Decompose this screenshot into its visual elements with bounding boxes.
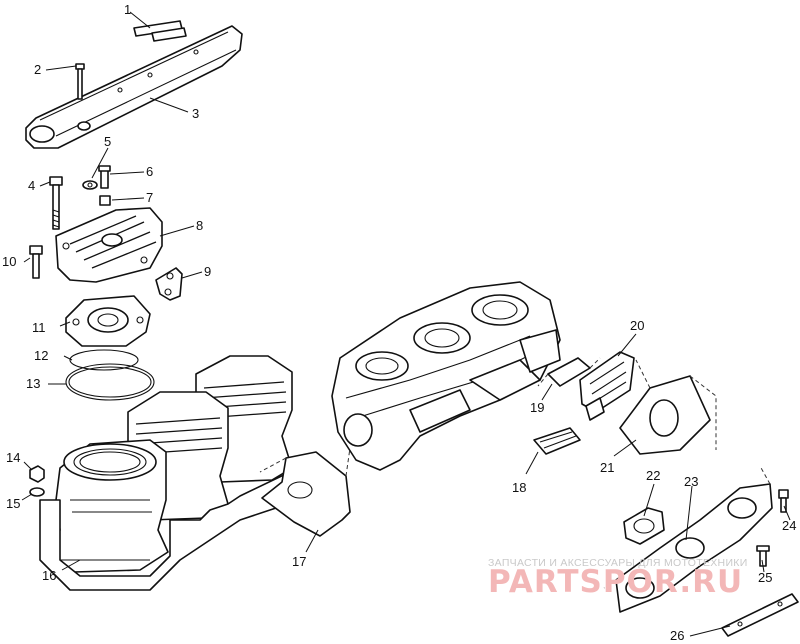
- callout-13: 13: [26, 376, 40, 391]
- part-14-nut: [29, 465, 45, 483]
- part-9-gasket: [155, 267, 183, 301]
- callout-24: 24: [782, 518, 796, 533]
- callout-3: 3: [192, 106, 199, 121]
- watermark: ЗАПЧАСТИ И АКСЕССУАРЫ ДЛЯ МОТОТЕХНИКИ PA…: [488, 557, 748, 600]
- callout-7: 7: [146, 190, 153, 205]
- callout-19: 19: [530, 400, 544, 415]
- callout-2: 2: [34, 62, 41, 77]
- part-26-bar: [721, 593, 799, 637]
- part-1-gasket-strip: [133, 20, 187, 42]
- callout-14: 14: [6, 450, 20, 465]
- watermark-brand: PARTSPOR.RU: [488, 564, 743, 600]
- part-16-cylinder-block: [39, 355, 307, 591]
- part-5-washer: [82, 180, 98, 190]
- callout-23: 23: [684, 474, 698, 489]
- watermark-caption: ЗАПЧАСТИ И АКСЕССУАРЫ ДЛЯ МОТОТЕХНИКИ: [488, 557, 748, 569]
- part-10-bolt: [29, 245, 43, 279]
- part-15-washer: [29, 487, 45, 497]
- callout-12: 12: [34, 348, 48, 363]
- part-24-bolt: [778, 489, 789, 513]
- callout-4: 4: [28, 178, 35, 193]
- callout-17: 17: [292, 554, 306, 569]
- callout-5: 5: [104, 134, 111, 149]
- part-18-reed-plate: [533, 427, 581, 455]
- part-22-flange: [623, 507, 665, 545]
- part-3-manifold: [25, 25, 243, 149]
- callout-16: 16: [42, 568, 56, 583]
- part-21-spacer: [619, 359, 717, 455]
- part-2-screw: [75, 63, 85, 100]
- part-17-gasket: [259, 447, 351, 537]
- callout-26: 26: [670, 628, 684, 643]
- callout-9: 9: [204, 264, 211, 279]
- part-20-reed-block: [579, 351, 635, 421]
- callout-11: 11: [32, 320, 46, 335]
- part-11-plate: [65, 295, 151, 347]
- part-6-sensor: [98, 165, 111, 189]
- part-23-manifold-gasket: [603, 465, 773, 613]
- leader-lines: [21, 11, 791, 637]
- crankcase: [331, 281, 561, 471]
- callout-1: 1: [124, 2, 131, 17]
- callout-6: 6: [146, 164, 153, 179]
- part-12-oring: [69, 349, 139, 371]
- part-8-head-cover: [55, 207, 163, 283]
- part-13-oring: [65, 363, 155, 401]
- callout-15: 15: [6, 496, 20, 511]
- part-19-gasket: [537, 357, 601, 387]
- callout-22: 22: [646, 468, 660, 483]
- part-4-bolt: [49, 176, 63, 230]
- callout-20: 20: [630, 318, 644, 333]
- callout-10: 10: [2, 254, 16, 269]
- callout-21: 21: [600, 460, 614, 475]
- callout-8: 8: [196, 218, 203, 233]
- callout-25: 25: [758, 570, 772, 585]
- callout-18: 18: [512, 480, 526, 495]
- part-7-nut: [99, 195, 111, 206]
